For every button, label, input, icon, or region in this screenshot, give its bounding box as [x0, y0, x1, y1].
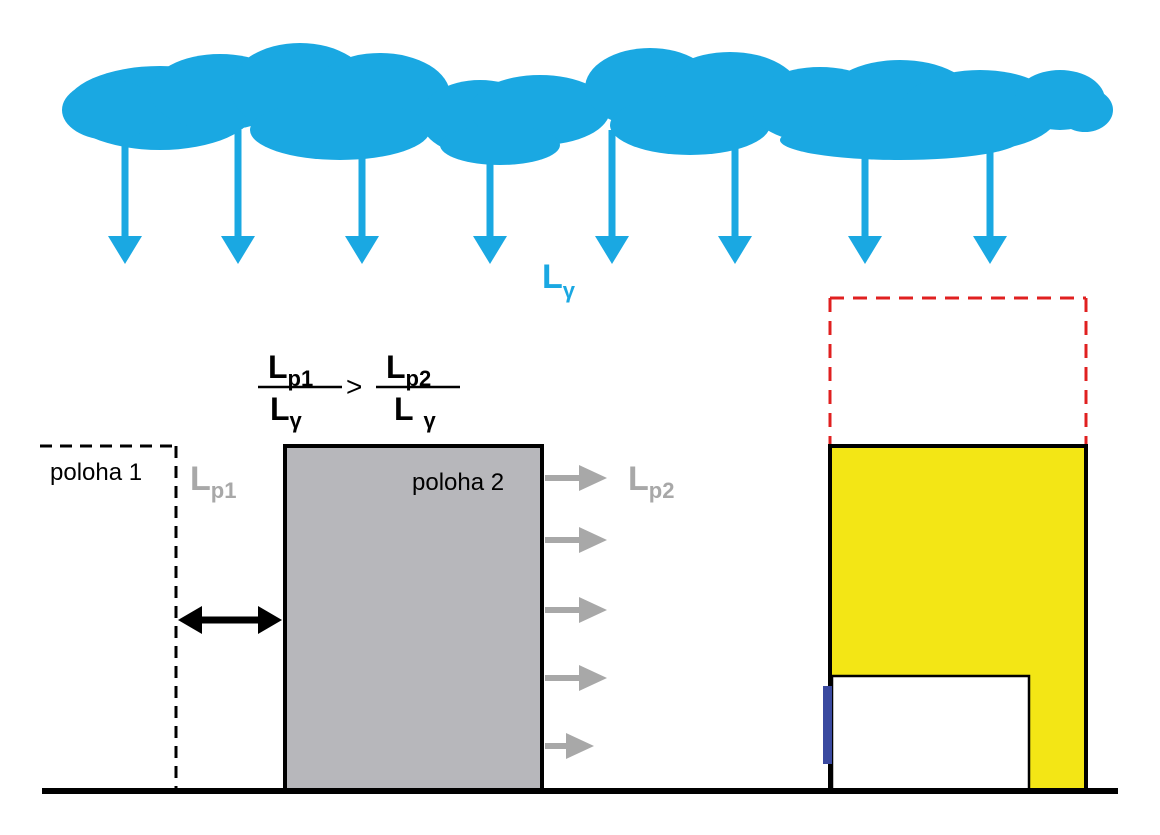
l-p1-main: L: [190, 460, 211, 498]
poloha-2-label: poloha 2: [412, 469, 504, 496]
right-arrow-icon: [545, 597, 607, 623]
right-arrow-icon: [545, 665, 607, 691]
formula-right-den-sub: γ: [424, 408, 437, 433]
rain-arrows: [108, 130, 1007, 264]
l-p1-sub: p1: [211, 478, 237, 503]
l-gamma-label: Lγ: [542, 258, 576, 303]
l-p2-label: Lp2: [628, 460, 674, 503]
formula-left-den-sub: γ: [290, 408, 303, 433]
down-arrow-icon: [718, 130, 752, 264]
formula-right-den-main: L: [394, 391, 414, 427]
building-poloha-2: [283, 444, 544, 792]
right-arrow-icon: [545, 465, 607, 491]
cloud-icon: [62, 43, 1113, 165]
down-arrow-icon: [345, 130, 379, 264]
house-interior-room: [830, 674, 1031, 792]
door: [823, 686, 832, 764]
down-arrow-icon: [848, 130, 882, 264]
l-p2-sub: p2: [649, 478, 675, 503]
down-arrow-icon: [973, 130, 1007, 264]
radiation-arrows: [545, 465, 607, 759]
l-gamma-sub: γ: [563, 278, 576, 303]
l-p2-main: L: [628, 460, 649, 498]
right-arrow-icon: [545, 527, 607, 553]
formula-left-num: Lp1: [268, 349, 313, 391]
down-arrow-icon: [473, 130, 507, 264]
formula-left-num-main: L: [268, 349, 288, 385]
formula-right-num-main: L: [386, 349, 406, 385]
red-dashed-outline: [828, 296, 1088, 446]
l-p1-label: Lp1: [190, 460, 236, 503]
formula-operator: >: [346, 371, 362, 402]
down-arrow-icon: [221, 130, 255, 264]
double-arrow-icon: [178, 606, 282, 634]
formula-left-den: Lγ: [270, 391, 303, 433]
right-arrow-icon: [545, 733, 594, 759]
formula-right-num: Lp2: [386, 349, 431, 391]
down-arrow-icon: [108, 130, 142, 264]
formula-left-den-main: L: [270, 391, 290, 427]
down-arrow-icon: [595, 130, 629, 264]
l-gamma-main: L: [542, 258, 563, 296]
poloha-1-label: poloha 1: [50, 459, 142, 486]
poloha-1-outline: [40, 444, 178, 790]
